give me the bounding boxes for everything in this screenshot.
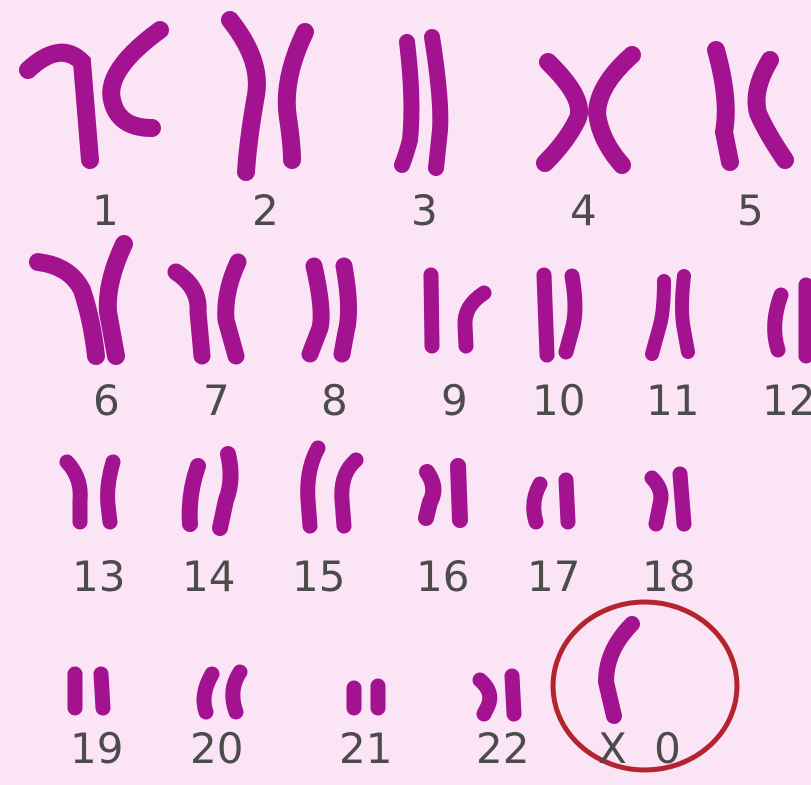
chromosome-20-a xyxy=(204,674,212,712)
chromosome-17-a xyxy=(534,484,540,522)
pair-label: 14 xyxy=(182,556,235,598)
pair-label: 9 xyxy=(441,380,468,422)
pair-label: 3 xyxy=(411,190,438,232)
chromosome-14-b xyxy=(220,454,231,528)
pair-label: 5 xyxy=(737,190,764,232)
chromosome-7-a xyxy=(176,272,202,356)
chromosome-11-a xyxy=(652,281,664,354)
chromosome-10-a xyxy=(544,275,547,355)
chromosome-3-a xyxy=(402,42,411,165)
chromosome-4-b xyxy=(597,55,632,165)
chromosome-7-b xyxy=(226,262,238,356)
pair-label: 1 xyxy=(92,190,119,232)
chromosome-8-b xyxy=(342,266,349,354)
pair-label: 12 xyxy=(762,380,811,422)
chromosome-x xyxy=(606,624,632,716)
chromosome-11-b xyxy=(682,276,688,352)
chromosome-15-a xyxy=(308,448,318,526)
chromosome-1-b xyxy=(111,30,160,128)
chromosome-4-a xyxy=(545,62,579,163)
pair-label: 11 xyxy=(646,380,699,422)
chromosome-9-a xyxy=(431,275,432,346)
chromosome-18-b xyxy=(680,474,684,524)
chromosome-22-b xyxy=(512,676,514,714)
chromosome-13-b xyxy=(108,462,113,522)
chromosome-16-a xyxy=(426,472,433,518)
chromosome-3-b xyxy=(432,37,440,168)
chromosome-20-b xyxy=(233,672,240,712)
chromosome-18-a xyxy=(652,478,661,524)
pair-label: 21 xyxy=(339,728,392,770)
chromosome-9-b xyxy=(465,293,484,346)
pair-label: 8 xyxy=(321,380,348,422)
chromosome-19-b xyxy=(101,674,103,708)
chromosome-8-a xyxy=(310,266,321,354)
pair-label: 6 xyxy=(93,380,120,422)
pair-label: 20 xyxy=(190,728,243,770)
chromosome-5-b xyxy=(757,60,786,160)
pair-label: 16 xyxy=(416,556,469,598)
chromosome-10-b xyxy=(566,276,575,352)
pair-label: 13 xyxy=(72,556,125,598)
pair-label: 17 xyxy=(527,556,580,598)
pair-label: 10 xyxy=(532,380,585,422)
chromosome-2-b xyxy=(287,32,305,160)
pair-label: 18 xyxy=(642,556,695,598)
chromosome-2-a xyxy=(230,20,257,172)
pair-label: 4 xyxy=(570,190,597,232)
pair-label: 15 xyxy=(292,556,345,598)
chromosome-16-b xyxy=(458,466,460,520)
chromosome-5-a xyxy=(716,50,730,162)
chromosome-6-a xyxy=(38,262,96,356)
pair-label: 22 xyxy=(476,728,529,770)
pair-label: 2 xyxy=(252,190,279,232)
chromosome-13-a xyxy=(67,462,80,522)
chromosome-6-b xyxy=(108,244,124,356)
chromosome-22-a xyxy=(480,680,490,714)
chromosome-1-a xyxy=(28,53,90,160)
chromosome-15-b xyxy=(342,460,356,526)
chromosome-12-a xyxy=(775,295,781,350)
sex-chromosome-label: X 0 xyxy=(598,728,681,770)
pair-label: 7 xyxy=(203,380,230,422)
pair-label: 19 xyxy=(70,728,123,770)
chromosome-14-a xyxy=(190,466,198,524)
chromosome-17-b xyxy=(566,480,568,522)
